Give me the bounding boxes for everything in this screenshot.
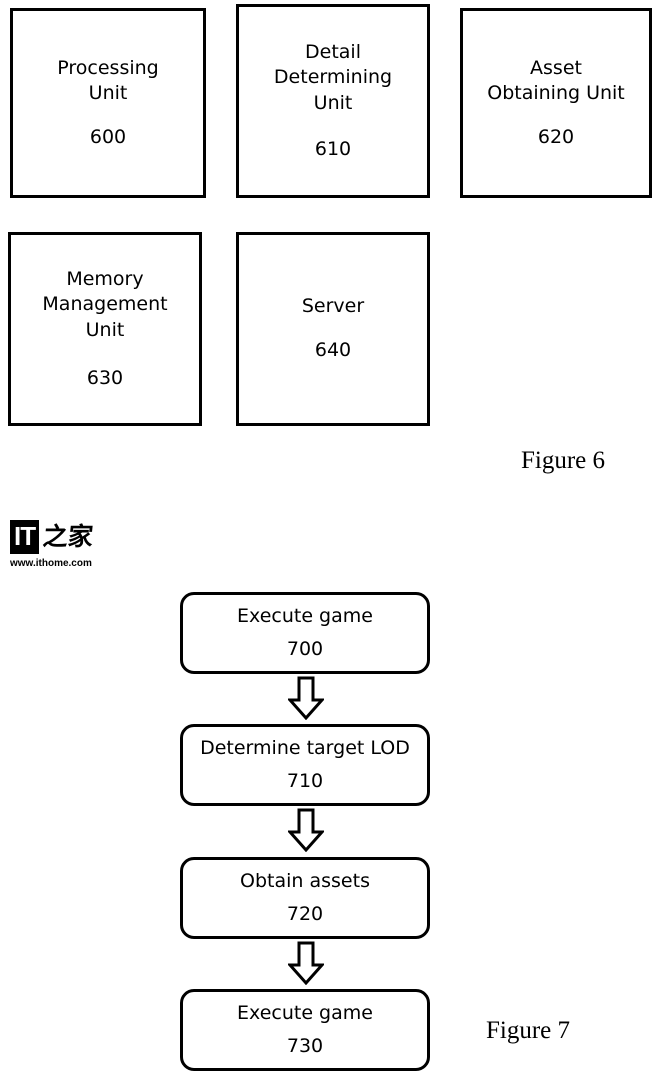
watermark: IT 之家 www.ithome.com <box>10 518 120 569</box>
asset-obtaining-unit-number: 620 <box>537 125 575 148</box>
flow-step-730-title: Execute game <box>237 1002 373 1025</box>
watermark-logo-it-text: IT <box>10 520 40 554</box>
server-box: Server 640 <box>236 232 430 426</box>
flow-step-execute-game-start: Execute game 700 <box>180 592 430 674</box>
processing-unit-number: 600 <box>89 125 127 148</box>
flow-step-700-number: 700 <box>286 638 324 660</box>
watermark-url: www.ithome.com <box>10 558 92 569</box>
flow-step-execute-game-end: Execute game 730 <box>180 989 430 1071</box>
server-number: 640 <box>314 339 352 361</box>
down-arrow-icon <box>288 808 324 852</box>
flow-step-720-title: Obtain assets <box>240 870 370 893</box>
detail-determining-unit-box: Detail Determining Unit 610 <box>236 4 430 198</box>
flow-step-710-title: Determine target LOD <box>200 737 410 760</box>
flow-step-determine-target-lod: Determine target LOD 710 <box>180 724 430 806</box>
memory-management-unit-title: Memory Management Unit <box>42 267 168 341</box>
detail-determining-unit-title: Detail Determining Unit <box>273 40 393 114</box>
watermark-logo: IT 之家 <box>10 518 120 556</box>
figure7-caption: Figure 7 <box>486 1017 571 1044</box>
figure6-caption: Figure 6 <box>521 447 606 474</box>
server-title: Server <box>301 295 365 318</box>
flow-step-obtain-assets: Obtain assets 720 <box>180 857 430 939</box>
memory-management-unit-number: 630 <box>86 366 124 389</box>
flow-step-710-number: 710 <box>286 770 324 792</box>
flow-step-720-number: 720 <box>286 903 324 925</box>
memory-management-unit-box: Memory Management Unit 630 <box>8 232 202 426</box>
processing-unit-box: Processing Unit 600 <box>10 8 206 198</box>
asset-obtaining-unit-box: Asset Obtaining Unit 620 <box>460 8 652 198</box>
down-arrow-icon <box>288 941 324 985</box>
processing-unit-title: Processing Unit <box>57 56 159 105</box>
flow-step-700-title: Execute game <box>237 605 373 628</box>
detail-determining-unit-number: 610 <box>314 137 352 160</box>
asset-obtaining-unit-title: Asset Obtaining Unit <box>487 56 625 105</box>
watermark-logo-cn-text: 之家 <box>41 522 95 551</box>
flow-step-730-number: 730 <box>286 1035 324 1057</box>
down-arrow-icon <box>288 676 324 720</box>
